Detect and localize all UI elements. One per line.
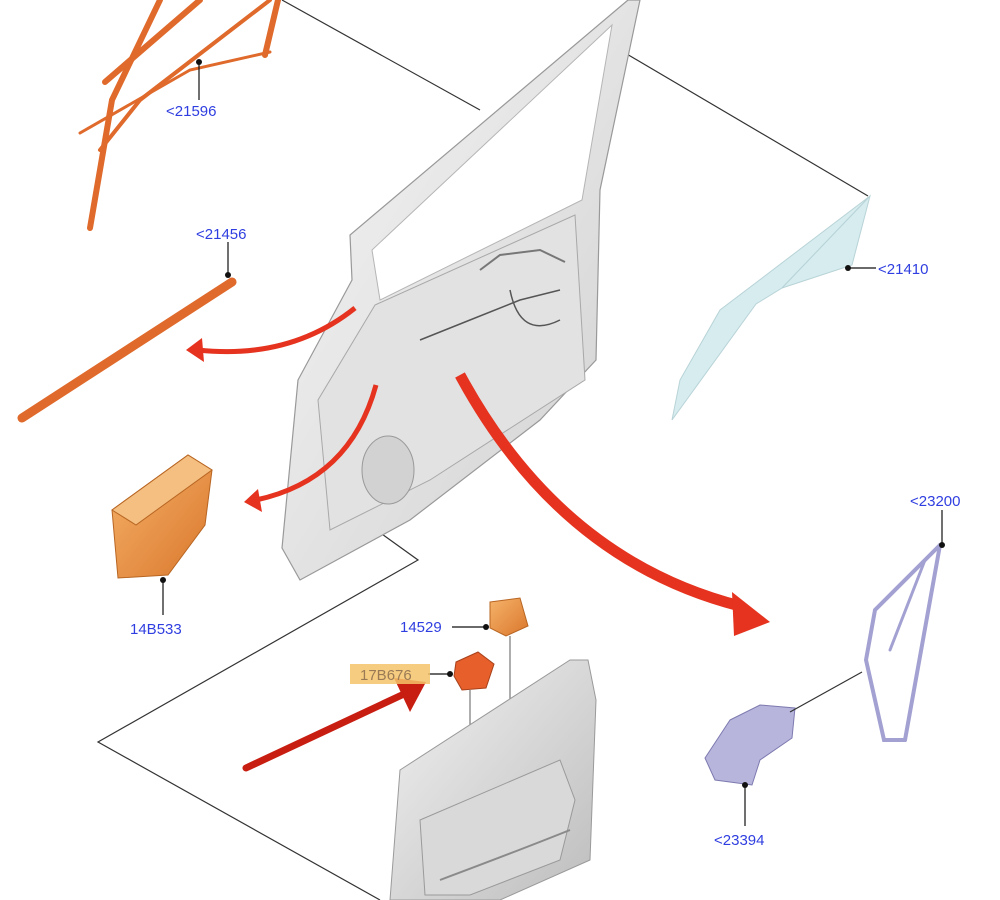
leader-dot-icon xyxy=(160,59,945,788)
label-17B676[interactable]: 17B676 xyxy=(360,667,412,684)
door-module-14B533-part[interactable] xyxy=(111,454,213,579)
leader-lines xyxy=(162,62,943,826)
label-21456[interactable]: <21456 xyxy=(196,226,246,243)
window-motor-part[interactable] xyxy=(704,671,863,786)
label-21410[interactable]: <21410 xyxy=(878,261,928,278)
door-glass-part[interactable] xyxy=(671,194,871,421)
label-14529[interactable]: 14529 xyxy=(400,619,442,636)
label-highlight xyxy=(350,664,430,684)
label-23394[interactable]: <23394 xyxy=(714,832,764,849)
red-arrow-icon xyxy=(244,384,379,512)
door-frame-weatherstrip-part[interactable] xyxy=(78,0,281,231)
red-arrow-icon xyxy=(186,306,357,362)
red-arrow-icon xyxy=(242,678,426,772)
belt-moulding-part[interactable] xyxy=(17,277,237,423)
window-regulator-part[interactable] xyxy=(863,543,942,742)
label-23200[interactable]: <23200 xyxy=(910,493,960,510)
red-arrow-icon xyxy=(455,372,770,636)
assembly-lines xyxy=(96,0,869,900)
label-21596[interactable]: <21596 xyxy=(166,103,216,120)
door-shell-part[interactable] xyxy=(281,0,641,581)
label-14B533[interactable]: 14B533 xyxy=(130,621,182,638)
door-trim-panel-part[interactable] xyxy=(389,659,597,900)
